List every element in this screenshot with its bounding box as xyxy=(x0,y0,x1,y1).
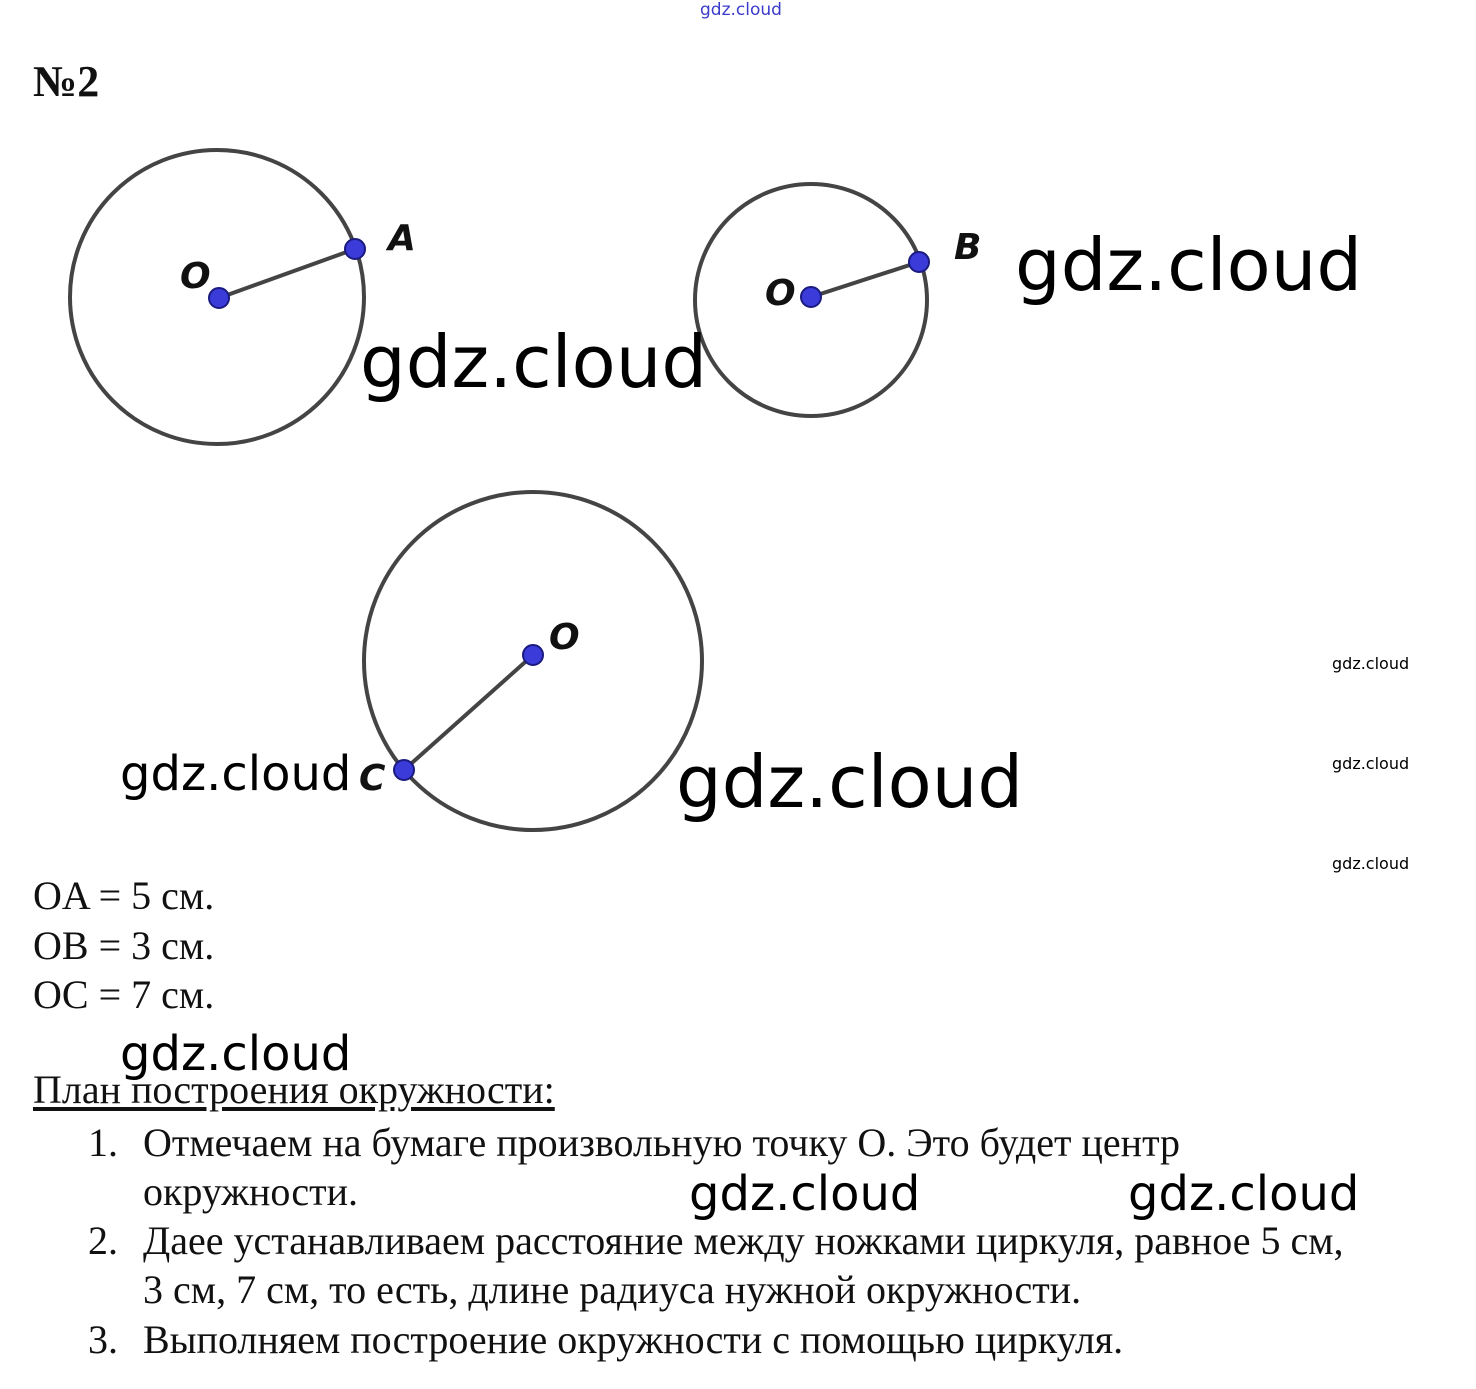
label-b: B xyxy=(954,227,981,268)
watermark-4: gdz.cloud xyxy=(676,740,1024,824)
point-a xyxy=(344,238,366,260)
point-b xyxy=(908,251,930,273)
step-3-number: 3. xyxy=(88,1317,118,1362)
step-2-line-2: 3 см, 7 см, то есть, длине радиуса нужно… xyxy=(143,1267,1082,1312)
center-point-1 xyxy=(208,287,230,309)
circle-2-outline xyxy=(693,182,929,418)
watermark-1: gdz.cloud xyxy=(360,320,708,404)
label-o-1: O xyxy=(180,256,211,297)
circle-ob: O B xyxy=(693,182,981,418)
label-a: A xyxy=(385,218,416,259)
circle-1-outline xyxy=(68,148,366,446)
watermark-2: gdz.cloud xyxy=(1015,223,1363,307)
center-point-3 xyxy=(522,644,544,666)
result-oc: OC = 7 см. xyxy=(33,972,215,1017)
watermark-small-1: gdz.cloud xyxy=(1332,654,1410,673)
circle-3-outline xyxy=(362,490,704,832)
watermark-7: gdz.cloud xyxy=(1128,1166,1360,1222)
circle-oa: O A xyxy=(68,148,416,446)
label-o-3: O xyxy=(549,617,580,658)
label-c: C xyxy=(359,758,386,799)
radius-oc xyxy=(402,653,535,772)
circle-oc: O C xyxy=(359,490,704,832)
watermark-5: gdz.cloud xyxy=(120,1026,352,1082)
step-1-number: 1. xyxy=(88,1120,118,1165)
label-o-2: O xyxy=(765,273,796,314)
step-1-line-2: окружности. xyxy=(143,1169,359,1214)
problem-number: №2 xyxy=(33,57,100,106)
result-oa: OA = 5 см. xyxy=(33,873,215,918)
result-ob: OB = 3 см. xyxy=(33,923,215,968)
center-point-2 xyxy=(800,286,822,308)
point-c xyxy=(393,759,415,781)
radius-ob xyxy=(810,260,920,299)
watermark-top: gdz.cloud xyxy=(700,0,782,20)
step-3-line-1: Выполняем построение окружности с помощь… xyxy=(143,1317,1124,1362)
plan-heading: План построения окружности: xyxy=(33,1067,555,1112)
step-1-line-1: Отмечаем на бумаге произвольную точку О.… xyxy=(143,1120,1181,1165)
step-2-number: 2. xyxy=(88,1218,118,1263)
watermark-small-3: gdz.cloud xyxy=(1332,854,1410,873)
watermark-3: gdz.cloud xyxy=(120,746,352,802)
watermark-6: gdz.cloud xyxy=(689,1166,921,1222)
radius-oa xyxy=(218,247,356,300)
step-2-line-1: Даее устанавливаем расстояние между ножк… xyxy=(143,1218,1344,1263)
watermark-small-2: gdz.cloud xyxy=(1332,754,1410,773)
